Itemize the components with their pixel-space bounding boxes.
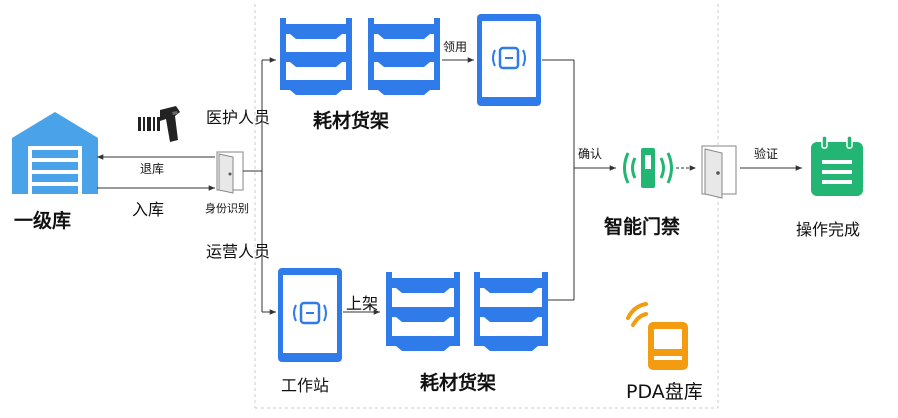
edge-shelve-label: 上架 — [346, 294, 379, 313]
edge-pick-label: 领用 — [443, 40, 468, 54]
barcode-scanner-icon — [138, 106, 180, 142]
edge-confirm-label: 确认 — [578, 147, 603, 161]
edge-verify-label: 验证 — [754, 147, 779, 161]
shelf-bottom-label: 耗材货架 — [420, 372, 497, 394]
identity-label: 身份识别 — [205, 202, 249, 215]
rfid-gate-icon — [623, 148, 673, 188]
warehouse-label: 一级库 — [14, 210, 72, 232]
shelf-top-label: 耗材货架 — [313, 110, 390, 132]
connectors — [97, 57, 802, 315]
calendar-list-icon — [811, 135, 863, 196]
shelf-icon — [474, 272, 548, 351]
done-label: 操作完成 — [796, 220, 861, 239]
staff-ops-label: 运营人员 — [206, 242, 271, 261]
dashed-region — [254, 4, 719, 409]
warehouse-icon — [12, 112, 98, 194]
edge-return-label: 退库 — [140, 162, 165, 176]
pda-icon — [626, 302, 688, 370]
rfid-tablet-icon — [278, 268, 342, 362]
door-icon-gate — [701, 145, 737, 199]
pda-label: PDA盘库 — [626, 381, 703, 403]
shelf-icon — [280, 18, 352, 95]
door-icon-identity — [216, 151, 244, 194]
shelf-icon — [386, 272, 460, 351]
shelf-icon — [368, 18, 440, 95]
rfid-tablet-icon — [477, 14, 541, 106]
staff-medical-label: 医护人员 — [206, 108, 271, 127]
edge-stock-in-label: 入库 — [132, 200, 165, 219]
workstation-label: 工作站 — [281, 376, 330, 395]
smart-gate-label: 智能门禁 — [604, 216, 681, 238]
